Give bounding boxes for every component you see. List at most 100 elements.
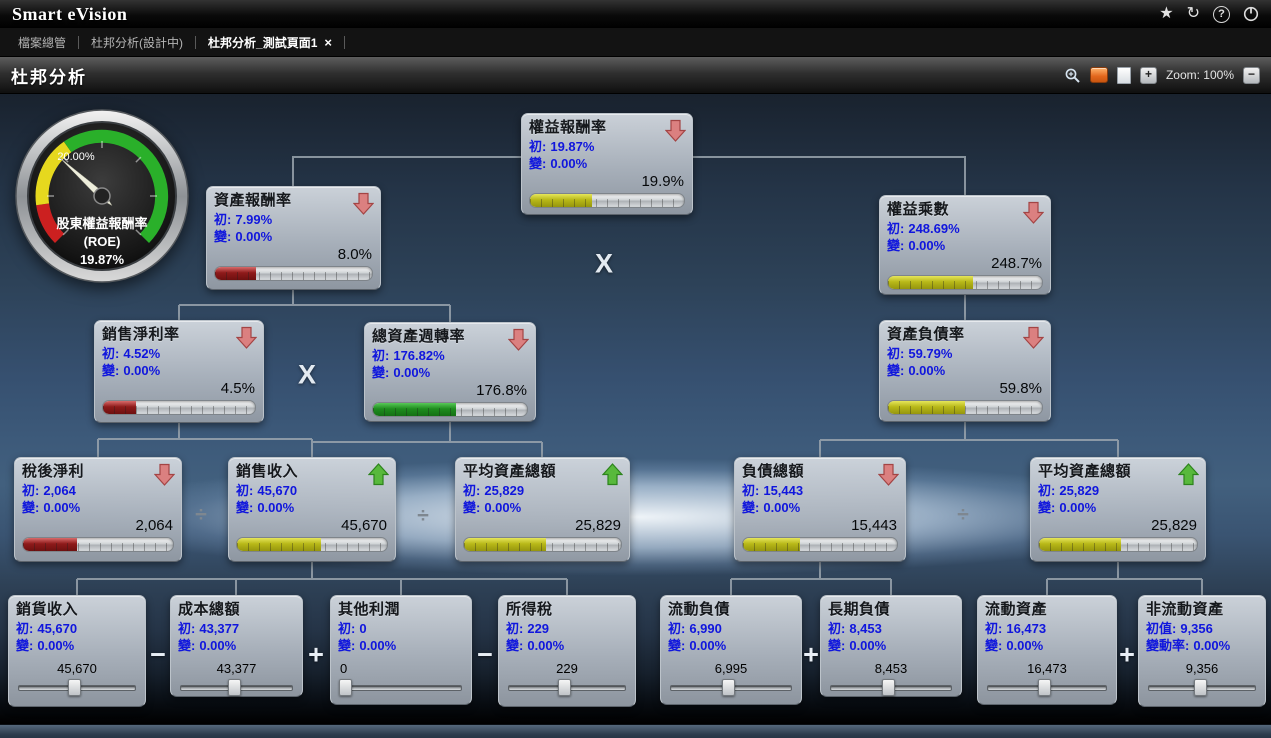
metric-line: 變:0.00% [499, 637, 635, 654]
card-title: 權益報酬率 [529, 119, 607, 136]
card-title: 資產負債率 [887, 326, 965, 343]
favorite-star-icon[interactable]: ★ [1159, 5, 1174, 22]
metric-line: 初值:9,356 [1139, 620, 1265, 637]
tab-file-explorer[interactable]: 檔案總管 [8, 34, 76, 51]
zoom-in-button[interactable]: + [1139, 66, 1157, 84]
slider-thumb[interactable] [1193, 679, 1207, 696]
page-title: 杜邦分析 [11, 67, 87, 87]
value-slider[interactable] [508, 678, 626, 696]
value-slider[interactable] [18, 678, 136, 696]
metric-value: 9,356 [1180, 621, 1213, 636]
metric-label: 變: [16, 638, 34, 653]
metric-label: 初: [668, 621, 686, 636]
slider-value: 9,356 [1185, 661, 1219, 676]
tab-close-icon[interactable]: × [324, 34, 332, 50]
refresh-icon[interactable]: ↻ [1186, 5, 1200, 22]
metric-value: 7.99% [235, 212, 273, 227]
export-icon[interactable] [1089, 67, 1108, 83]
current-value: 8.0% [337, 246, 372, 263]
metric-label: 初: [102, 346, 120, 361]
slider-thumb[interactable] [722, 679, 736, 696]
power-icon[interactable] [1243, 6, 1259, 22]
metric-line: 初:248.69% [880, 220, 1050, 237]
metric-line: 變動率:0.00% [1139, 637, 1265, 654]
metric-label: 變: [985, 638, 1003, 653]
metric-value: 0 [359, 621, 367, 636]
slider-value: 45,670 [57, 661, 97, 676]
metric-line: 變:0.00% [880, 362, 1050, 379]
card-asset-turnover[interactable]: 總資產週轉率初:176.82%變:0.00%176.8% [364, 322, 536, 422]
add-operator: + [1119, 639, 1135, 670]
slider-thumb[interactable] [558, 679, 572, 696]
card-roa[interactable]: 資產報酬率初:7.99%變:0.00%8.0% [206, 186, 381, 290]
card-roe[interactable]: 權益報酬率初:19.87%變:0.00%19.9% [521, 113, 693, 215]
metric-line: 變:0.00% [661, 637, 801, 654]
metric-label: 初: [16, 621, 34, 636]
slider-thumb[interactable] [882, 679, 896, 696]
current-value: 2,064 [135, 517, 173, 534]
down-arrow-icon [877, 463, 900, 491]
down-arrow-icon [235, 326, 258, 354]
slider-track [340, 685, 462, 691]
gauge-tick-label: 20.00% [57, 151, 95, 163]
zoom-level-label: Zoom: 100% [1165, 68, 1234, 82]
value-slider[interactable] [338, 678, 462, 696]
card-net-profit-margin[interactable]: 銷售淨利率初:4.52%變:0.00%4.5% [94, 320, 264, 423]
down-arrow-icon [664, 119, 687, 147]
down-arrow-icon [507, 328, 530, 356]
new-document-icon[interactable] [1116, 66, 1131, 84]
metric-line: 初:19.87% [522, 138, 692, 155]
magnifier-zoom-icon[interactable] [1064, 67, 1081, 84]
card-debt-ratio[interactable]: 資產負債率初:59.79%變:0.00%59.8% [879, 320, 1051, 422]
metric-line: 變:0.00% [15, 499, 181, 516]
metric-value: 43,377 [199, 621, 240, 636]
tab-dupont-design[interactable]: 杜邦分析(設計中) [81, 34, 193, 51]
value-slider[interactable] [180, 678, 293, 696]
up-arrow-icon [367, 463, 390, 491]
metric-line: 變:0.00% [207, 228, 380, 245]
gauge-ticks [47, 141, 157, 236]
value-slider[interactable] [830, 678, 952, 696]
card-equity-multiplier[interactable]: 權益乘數初:248.69%變:0.00%248.7% [879, 195, 1051, 295]
slider-value: 6,995 [714, 661, 748, 676]
metric-label: 初: [236, 483, 254, 498]
zoom-out-button[interactable]: − [1243, 66, 1260, 84]
card-title: 長期負債 [828, 601, 891, 618]
metric-label: 初: [1038, 483, 1056, 498]
metric-line: 變:0.00% [229, 499, 395, 516]
divide-operator: ÷ [417, 504, 429, 528]
tab-dupont-test-page[interactable]: 杜邦分析_測試頁面1× [198, 34, 342, 51]
slider-thumb[interactable] [1038, 679, 1052, 696]
value-slider[interactable] [987, 678, 1107, 696]
value-slider[interactable] [670, 678, 792, 696]
metric-value: 0.00% [1006, 638, 1044, 653]
card-title: 資產報酬率 [214, 192, 292, 209]
metric-value: 248.69% [908, 221, 960, 236]
help-icon[interactable]: ? [1213, 5, 1230, 23]
metric-value: 45,670 [37, 621, 78, 636]
tab-bar: 檔案總管杜邦分析(設計中) 杜邦分析_測試頁面1× [0, 28, 1271, 57]
down-arrow-icon [352, 192, 375, 220]
slider-thumb[interactable] [338, 679, 352, 696]
slider-thumb[interactable] [68, 679, 82, 696]
metric-line: 變:0.00% [1031, 499, 1205, 516]
meter-ticks [23, 543, 173, 551]
slider-thumb[interactable] [228, 679, 242, 696]
metric-value: 229 [527, 621, 550, 636]
gauge-subtitle: (ROE) [84, 234, 121, 249]
value-slider[interactable] [1148, 678, 1256, 696]
card-title: 所得稅 [506, 601, 553, 618]
